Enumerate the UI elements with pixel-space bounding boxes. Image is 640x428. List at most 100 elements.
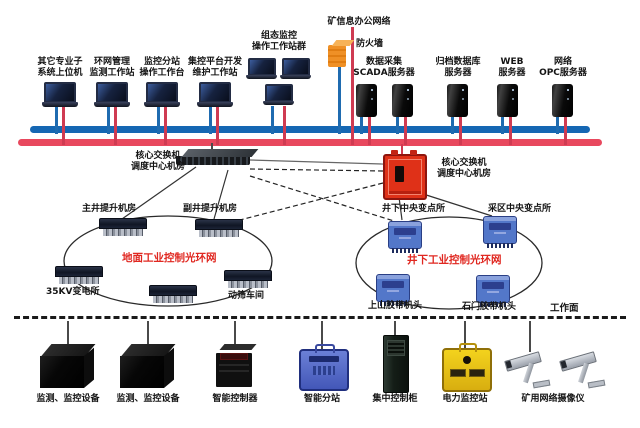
device-stem (67, 321, 69, 346)
bottom-device-label: 智能分站 (303, 394, 340, 404)
device-stem (529, 321, 531, 352)
workstation-group-label: 组态监控操作工作站群 (251, 31, 306, 52)
connection-line (209, 104, 212, 134)
connection-line (368, 115, 371, 145)
mine-switch-icon (376, 274, 410, 306)
node-label-screen-workshop: 动筛车间 (228, 291, 265, 301)
server-icon (392, 84, 413, 117)
node-label-35kv: 35KV变电所 (46, 287, 100, 297)
firewall-icon (328, 40, 355, 67)
device-stem (234, 321, 236, 346)
connection-line (459, 115, 462, 145)
ring-switch-icon (99, 218, 147, 236)
intelligent-controller-icon (216, 344, 257, 387)
connection-line (107, 104, 110, 134)
node-label-uphill-belt: 上山胶带机头 (368, 301, 423, 311)
connection-line (271, 106, 274, 134)
underground-ring-title: 井下工业控制光环网 (407, 254, 502, 266)
bottom-device-label: 智能控制器 (212, 394, 258, 404)
core-switch-underground-icon (383, 150, 427, 200)
control-cabinet-icon (383, 335, 409, 393)
server-icon (497, 84, 518, 117)
connection-line (157, 104, 160, 134)
connection-line (509, 115, 512, 145)
ring-switch-icon (55, 266, 103, 284)
device-stem (147, 321, 149, 346)
core-switch-surface-icon (176, 149, 259, 165)
connection-line (396, 115, 399, 134)
connection-line (351, 27, 354, 145)
monitoring-device-icon (120, 344, 176, 390)
connection-line (451, 115, 454, 134)
laptop-icon (42, 82, 78, 107)
connection-line (114, 104, 117, 145)
surface-bus-blue (30, 126, 590, 133)
node-label-main-hoist: 主井提升机房 (82, 204, 137, 214)
laptop-icon (144, 82, 180, 107)
core-switch-surface-label: 核心交换机调度中心机房 (130, 151, 185, 172)
connection-line (360, 115, 363, 134)
workstation-label: 环网管理监测工作站 (89, 57, 135, 78)
connection-line (164, 104, 167, 145)
node-label-crosscut-belt: 石门胶带机头 (462, 302, 517, 312)
core-switch-uplink (401, 144, 403, 155)
office-network-label: 矿信息办公网络 (327, 17, 391, 27)
connection-line (283, 106, 286, 145)
bottom-device-label: 监测、监控设备 (116, 394, 180, 404)
connection-line (564, 115, 567, 145)
core-switch-underground-label: 核心交换机调度中心机房 (436, 158, 491, 179)
working-face-divider (14, 316, 626, 319)
connection-line (404, 115, 407, 145)
bottom-device-label: 集中控制柜 (372, 394, 418, 404)
connection-line (556, 115, 559, 134)
server-icon (356, 84, 377, 117)
laptop-icon (263, 84, 294, 105)
workstation-label: 集控平台开发维护工作站 (187, 57, 242, 78)
server-label: 归档数据库服务器 (435, 57, 481, 78)
laptop-icon (94, 82, 130, 107)
node-label-aux-hoist: 副井提升机房 (183, 204, 238, 214)
intelligent-substation-icon (299, 344, 349, 391)
workstation-label: 其它专业子系统上位机 (37, 57, 83, 78)
bottom-device-label: 监测、监控设备 (36, 394, 100, 404)
power-monitoring-icon (442, 343, 492, 392)
device-stem (464, 321, 466, 348)
device-stem (321, 321, 323, 349)
workstation-label: 监控分站操作工作台 (139, 57, 185, 78)
server-icon (447, 84, 468, 117)
device-stem (394, 321, 396, 337)
connection-line (338, 66, 341, 134)
ring-switch-icon (224, 270, 272, 288)
laptop-icon (197, 82, 233, 107)
core-switch-uplink (211, 143, 213, 153)
monitoring-device-icon (40, 344, 96, 390)
server-icon (552, 84, 573, 117)
network-camera-icon (559, 350, 606, 389)
ring-switch-icon (149, 285, 197, 303)
connection-line (216, 104, 219, 145)
mine-switch-icon (483, 216, 517, 248)
surface-ring-ellipse (63, 215, 273, 307)
mine-switch-icon (388, 221, 422, 253)
mine-switch-icon (476, 275, 510, 307)
bottom-device-label: 矿用网络摄像仪 (521, 394, 585, 404)
node-label-central-substation: 井下中央变点所 (382, 204, 446, 214)
firewall-label: 防火墙 (356, 39, 384, 49)
laptop-icon (246, 58, 277, 79)
surface-ring-title: 地面工业控制光环网 (122, 252, 217, 264)
surface-bus-red (18, 139, 602, 146)
network-camera-icon (504, 350, 551, 389)
bottom-device-label: 电力监控站 (442, 394, 488, 404)
connection-line (62, 104, 65, 145)
node-label-district-substation: 采区中央变点所 (488, 204, 552, 214)
connection-line (501, 115, 504, 134)
connection-line (55, 104, 58, 134)
laptop-icon (280, 58, 311, 79)
underground-ring-ellipse (355, 216, 543, 310)
ring-switch-icon (195, 219, 243, 237)
